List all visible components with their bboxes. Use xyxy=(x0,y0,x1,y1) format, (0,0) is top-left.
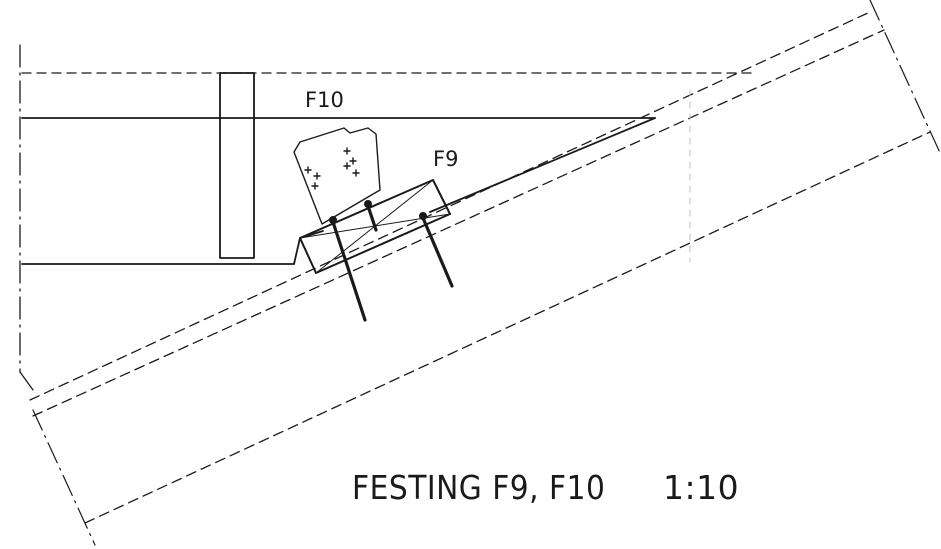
screw-left xyxy=(329,216,367,322)
drawing-title: FESTING F9, F10 xyxy=(352,468,606,507)
end-line-lower-left xyxy=(32,409,96,546)
rafter-dashed-line-3 xyxy=(84,131,931,524)
f10-member-sloped-edge xyxy=(429,117,656,213)
angle-bracket-plate xyxy=(293,127,381,225)
rafter-dashed-line-1 xyxy=(29,11,871,401)
screw-right xyxy=(419,212,454,288)
end-line-upper-right xyxy=(869,0,941,156)
drawing-scale: 1:10 xyxy=(663,468,740,507)
f10-label: F10 xyxy=(305,88,344,112)
f10-member-notch xyxy=(293,230,324,265)
f9-label: F9 xyxy=(433,147,459,171)
left-boundary-corner xyxy=(19,371,34,391)
bracket-nail-marks xyxy=(304,147,360,190)
rafter-dashed-line-2 xyxy=(32,29,885,417)
vertical-post xyxy=(219,72,255,259)
screw-middle xyxy=(364,200,378,232)
